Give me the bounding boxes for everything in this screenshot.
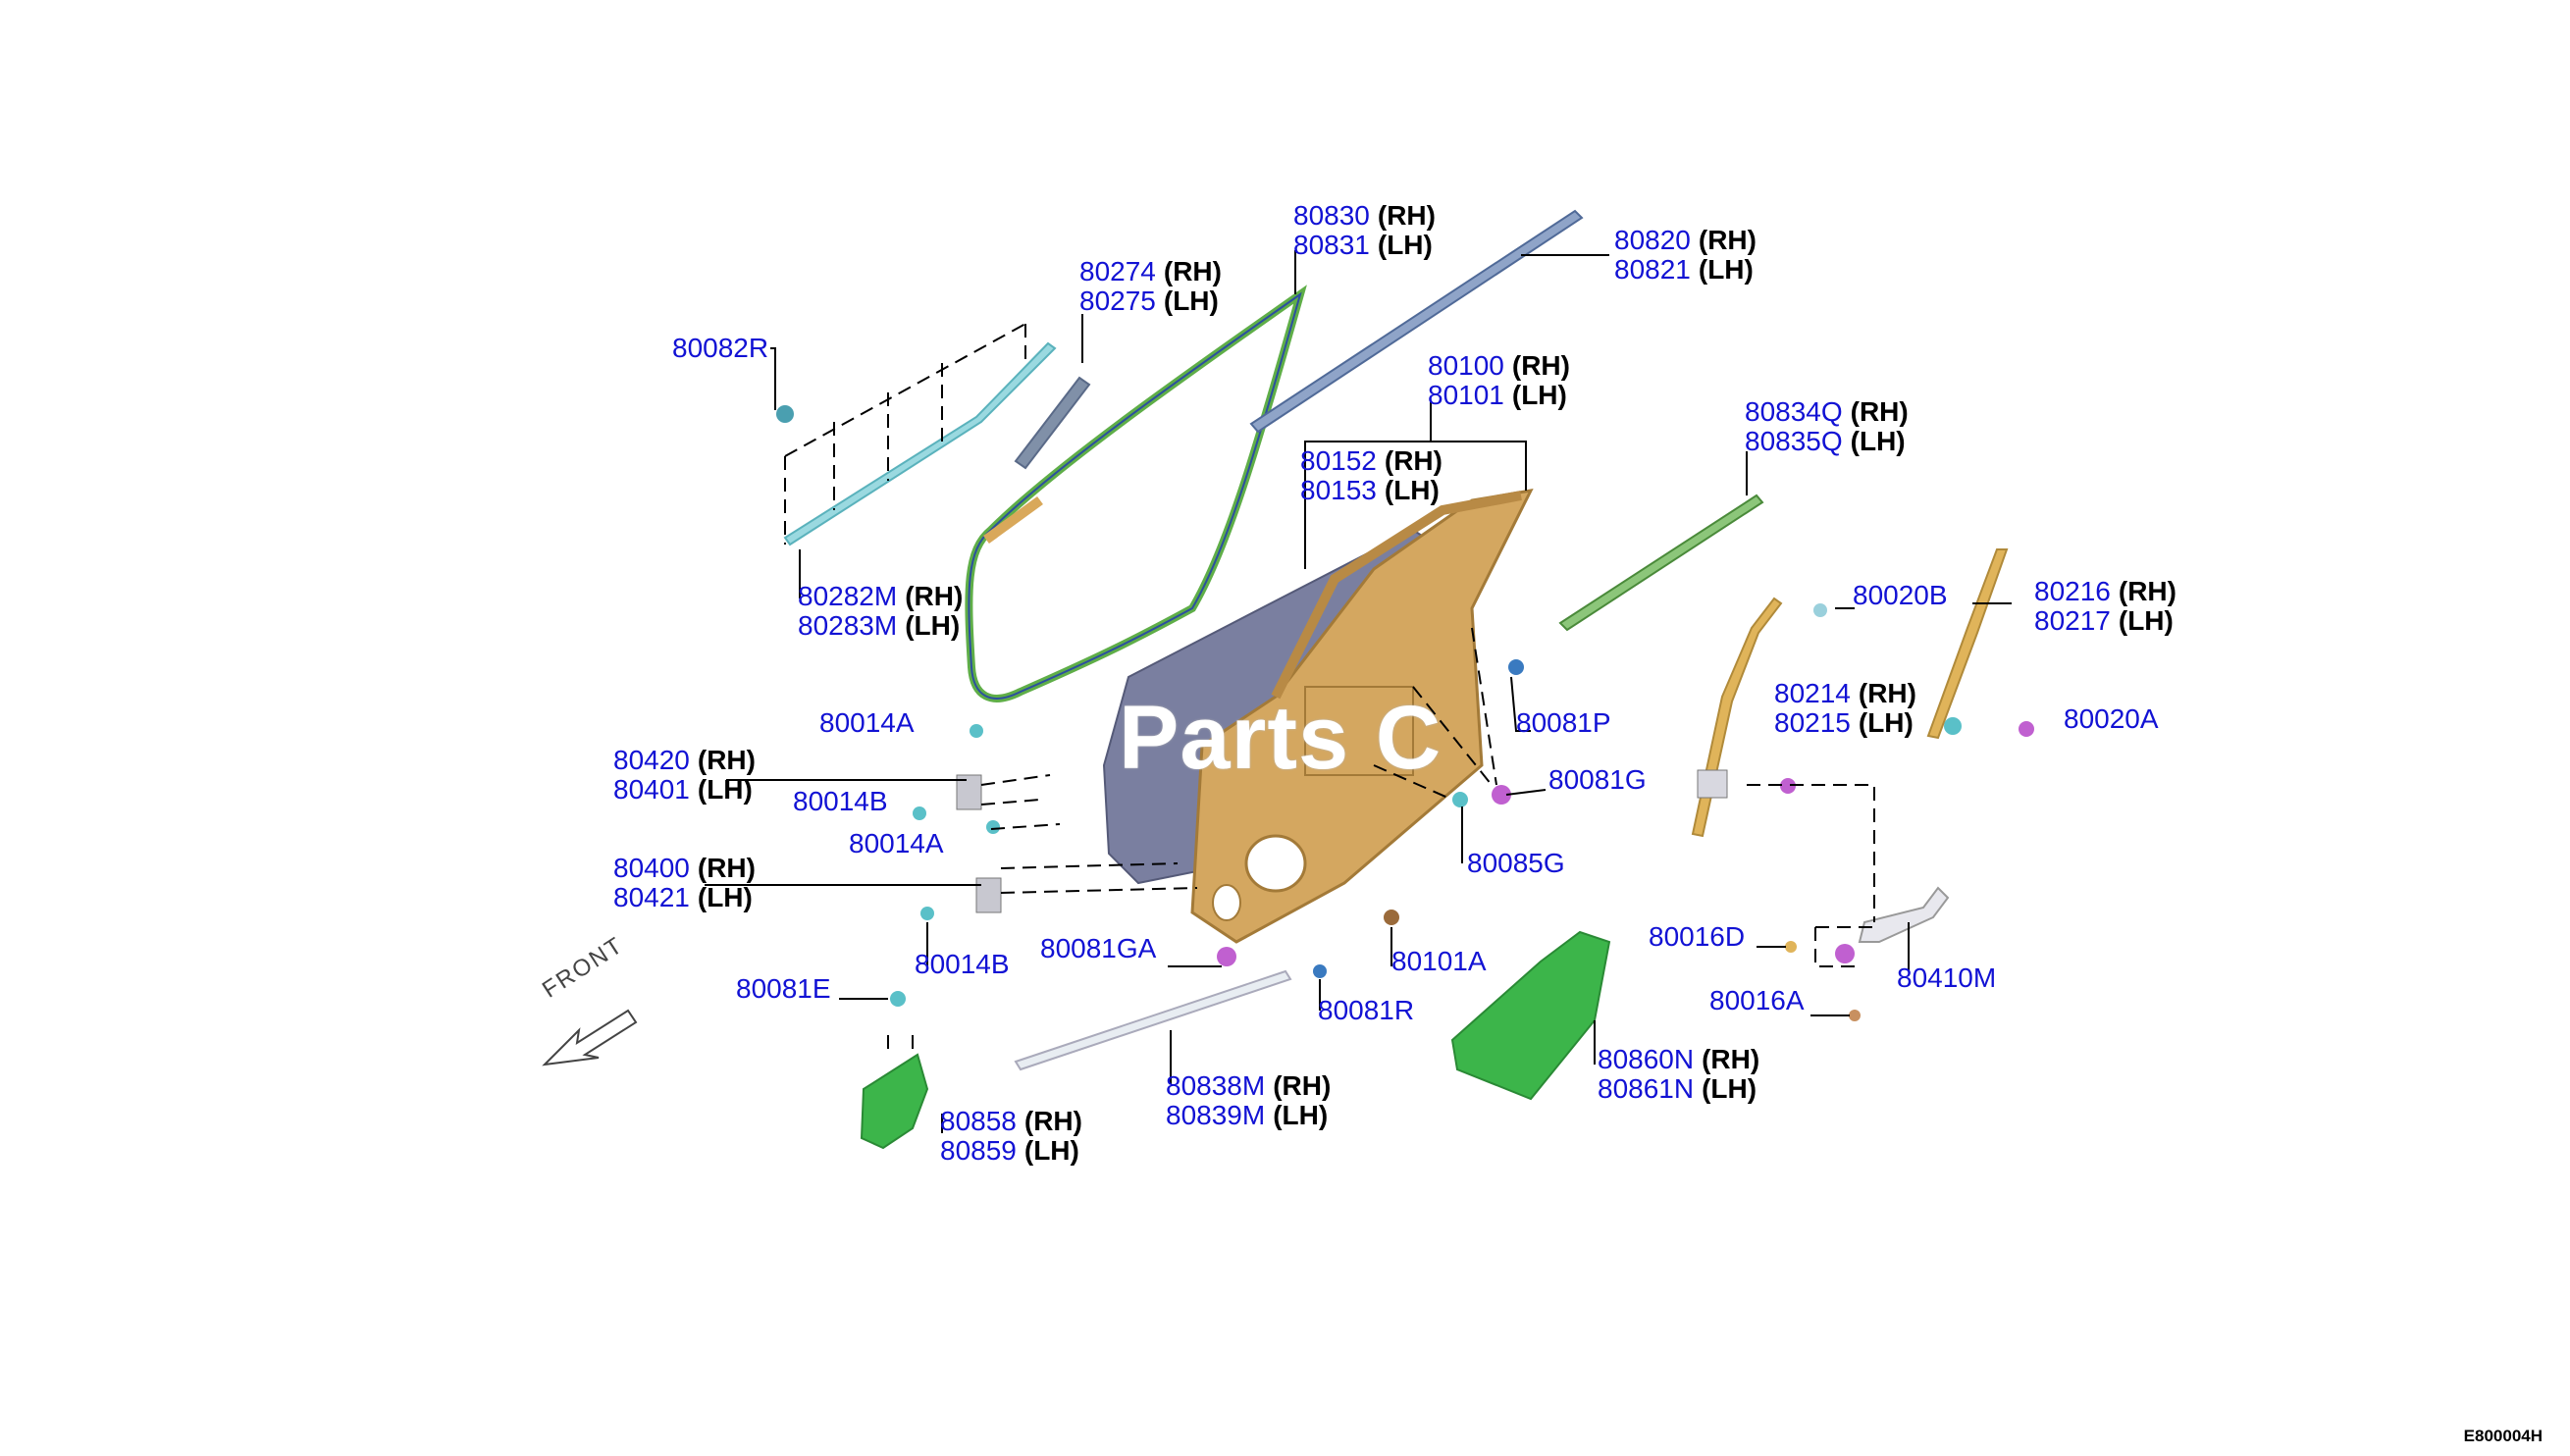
- label-80101A[interactable]: 80101A: [1391, 946, 1487, 976]
- plug-80081GA[interactable]: [1217, 947, 1236, 966]
- label-80016D[interactable]: 80016D: [1649, 921, 1746, 952]
- window-regulator[interactable]: [1858, 886, 1950, 943]
- label-80081P[interactable]: 80081P: [1516, 707, 1611, 738]
- clip-regulator[interactable]: [1835, 944, 1855, 963]
- glass-run-channel[interactable]: [1691, 597, 1783, 838]
- label-80081R[interactable]: 80081R: [1318, 995, 1415, 1025]
- label-80420[interactable]: 80420(RH) 80401(LH): [613, 745, 756, 805]
- label-80082R[interactable]: 80082R: [672, 333, 769, 363]
- label-80014A-top[interactable]: 80014A: [819, 707, 915, 738]
- clip-80014B-top[interactable]: [913, 806, 926, 820]
- plug-80085G[interactable]: [1452, 792, 1468, 807]
- clip-80014B[interactable]: [920, 907, 934, 920]
- label-80014B-top[interactable]: 80014B: [793, 786, 888, 816]
- label-80020A[interactable]: 80020A: [2064, 703, 2159, 734]
- rear-channel[interactable]: [1926, 548, 2009, 740]
- label-80834Q[interactable]: 80834Q(RH) 80835Q(LH): [1745, 396, 1909, 456]
- door-inner-frame[interactable]: [1190, 489, 1534, 944]
- label-80100[interactable]: 80100(RH) 80101(LH): [1428, 350, 1570, 410]
- clip-80014A-top[interactable]: [970, 724, 983, 738]
- label-80274[interactable]: 80274(RH) 80275(LH): [1079, 256, 1222, 316]
- label-80085G[interactable]: 80085G: [1467, 848, 1565, 878]
- plug-80081P[interactable]: [1508, 659, 1524, 675]
- label-80410M[interactable]: 80410M: [1897, 962, 1997, 993]
- lower-pad-80858[interactable]: [860, 1053, 929, 1150]
- clip-80020A-rear[interactable]: [2019, 721, 2034, 737]
- label-80216[interactable]: 80216(RH) 80217(LH): [2034, 576, 2177, 636]
- label-80214[interactable]: 80214(RH) 80215(LH): [1774, 678, 1916, 738]
- label-80830[interactable]: 80830(RH) 80831(LH): [1293, 200, 1436, 260]
- label-80152[interactable]: 80152(RH) 80153(LH): [1300, 445, 1442, 505]
- plug-80081R[interactable]: [1313, 964, 1327, 978]
- label-80016A[interactable]: 80016A: [1709, 985, 1805, 1015]
- label-80081E[interactable]: 80081E: [736, 973, 831, 1004]
- striker-bracket[interactable]: [1697, 769, 1728, 799]
- clip-80014A[interactable]: [986, 820, 1000, 834]
- corner-seal[interactable]: [1014, 376, 1091, 470]
- label-80860N[interactable]: 80860N(RH) 80861N(LH): [1598, 1044, 1760, 1104]
- outer-belt-moulding[interactable]: [1249, 209, 1584, 434]
- clip-80016D[interactable]: [1785, 941, 1797, 953]
- sash-strip[interactable]: [1558, 494, 1764, 632]
- label-80081GA[interactable]: 80081GA: [1040, 933, 1157, 963]
- clip-80082R[interactable]: [776, 405, 794, 423]
- front-trim-strip[interactable]: [783, 341, 1057, 546]
- clip-80016A[interactable]: [1849, 1010, 1861, 1021]
- label-80081G[interactable]: 80081G: [1548, 764, 1647, 795]
- label-80020B[interactable]: 80020B: [1853, 580, 1948, 610]
- clip-80020A[interactable]: [1780, 778, 1796, 794]
- label-80282M[interactable]: 80282M(RH) 80283M(LH): [798, 581, 964, 641]
- label-80014B[interactable]: 80014B: [915, 949, 1010, 979]
- sound-insulator-panel[interactable]: [1450, 930, 1611, 1101]
- label-80858[interactable]: 80858(RH) 80859(LH): [940, 1106, 1082, 1166]
- label-80014A[interactable]: 80014A: [849, 828, 944, 858]
- inner-belt-moulding[interactable]: [1014, 969, 1292, 1071]
- clip-80020B[interactable]: [1813, 603, 1827, 617]
- label-80838M[interactable]: 80838M(RH) 80839M(LH): [1166, 1070, 1332, 1130]
- clip-80214[interactable]: [1944, 717, 1962, 735]
- watermark: Parts C: [1119, 688, 1442, 788]
- diagram-reference-code: E800004H: [2463, 1427, 2543, 1445]
- leader-lines: [705, 250, 2012, 1133]
- front-arrow-icon: [542, 1009, 638, 1066]
- label-80820[interactable]: 80820(RH) 80821(LH): [1614, 225, 1757, 285]
- dashed-lines: [784, 323, 1875, 1050]
- upper-hinge[interactable]: [956, 774, 982, 810]
- label-80400[interactable]: 80400(RH) 80421(LH): [613, 853, 756, 912]
- plug-80081G[interactable]: [1492, 785, 1511, 805]
- clip-80081E[interactable]: [890, 991, 906, 1007]
- plug-80101A[interactable]: [1384, 910, 1399, 925]
- lower-hinge[interactable]: [975, 877, 1002, 913]
